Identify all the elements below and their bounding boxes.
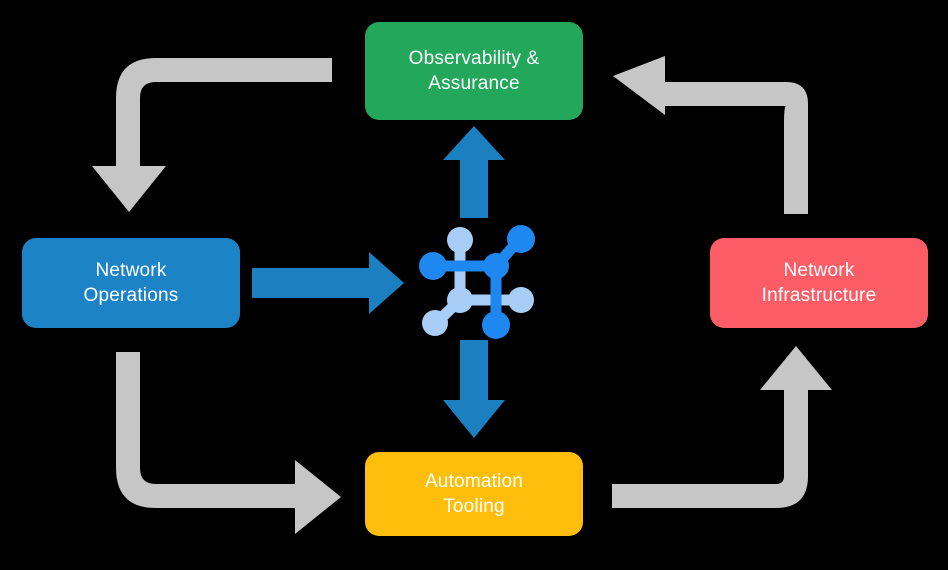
node-automation-tooling-label: Automation Tooling <box>424 470 524 517</box>
network-mesh-icon <box>419 225 535 339</box>
arrow-ops-to-center[interactable] <box>252 252 404 314</box>
node-network-operations-label: Network Operations <box>83 259 179 306</box>
connector-ops-to-automation[interactable] <box>118 355 340 533</box>
node-network-infrastructure-label: Network Infrastructure <box>761 259 877 306</box>
node-observability-assurance-label: Observability & Assurance <box>408 47 540 94</box>
arrow-center-to-automation[interactable] <box>443 340 505 438</box>
node-network-operations[interactable]: Network Operations <box>22 238 240 328</box>
connector-automation-to-infrastructure[interactable] <box>613 348 830 510</box>
node-automation-tooling[interactable]: Automation Tooling <box>365 452 583 536</box>
connector-observability-to-ops[interactable] <box>95 60 340 212</box>
arrow-center-to-observability[interactable] <box>443 126 505 218</box>
node-observability-assurance[interactable]: Observability & Assurance <box>365 22 583 120</box>
node-network-infrastructure[interactable]: Network Infrastructure <box>710 238 928 328</box>
connector-infrastructure-to-observability[interactable] <box>613 60 819 212</box>
